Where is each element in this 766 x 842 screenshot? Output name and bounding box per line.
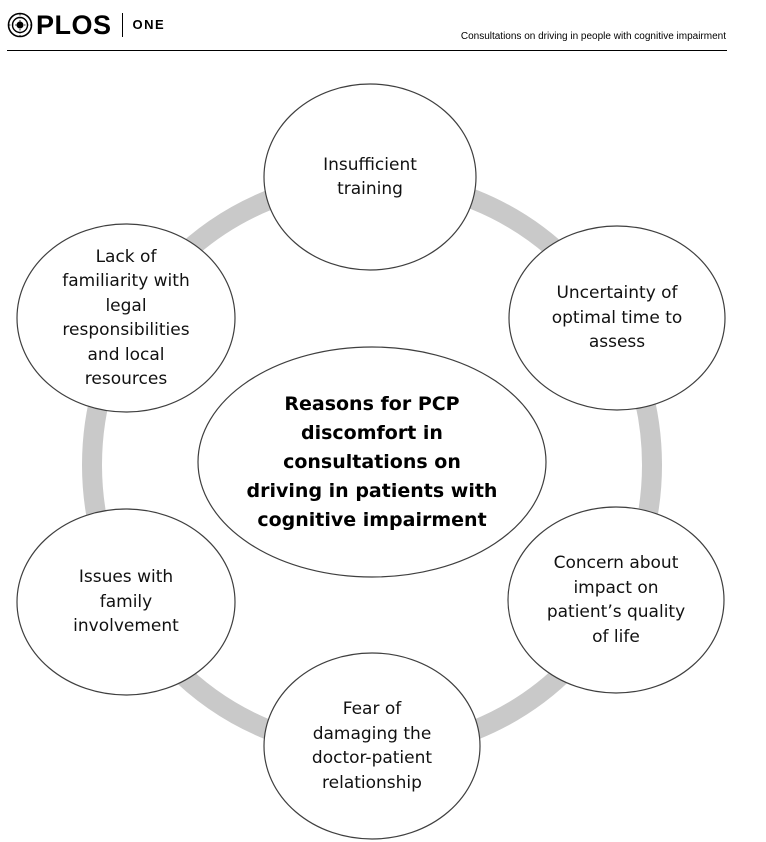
node-doctor-patient-relationship	[263, 652, 481, 840]
logo-journal-text: ONE	[132, 17, 166, 32]
node-label: Issues with family involvement	[73, 567, 179, 637]
center-node	[197, 346, 547, 578]
logo-brand-text: PLOS	[36, 10, 112, 40]
node-legal-responsibilities	[16, 223, 236, 413]
plos-one-logo: PLOS ONE	[7, 10, 166, 40]
plos-globe-icon	[7, 12, 33, 38]
center-label: Reasons for PCP discomfort in consultati…	[246, 392, 498, 531]
logo-divider	[121, 13, 123, 37]
header-divider	[7, 50, 727, 51]
node-label: Concern about impact on patient’s qualit…	[546, 553, 686, 647]
node-family-involvement	[16, 508, 236, 696]
node-label: Insufficient training	[323, 154, 417, 200]
node-label: Uncertainty of optimal time to assess	[551, 283, 683, 353]
node-label: Fear of damaging the doctor-patient rela…	[311, 699, 433, 793]
node-uncertainty-timing	[508, 225, 726, 411]
node-insufficient-training	[263, 83, 477, 271]
page-header: PLOS ONE Consultations on driving in peo…	[0, 0, 766, 52]
running-title: Consultations on driving in people with …	[460, 31, 726, 42]
node-label: Lack of familiarity with legal responsib…	[62, 246, 190, 390]
node-quality-of-life	[507, 506, 725, 694]
